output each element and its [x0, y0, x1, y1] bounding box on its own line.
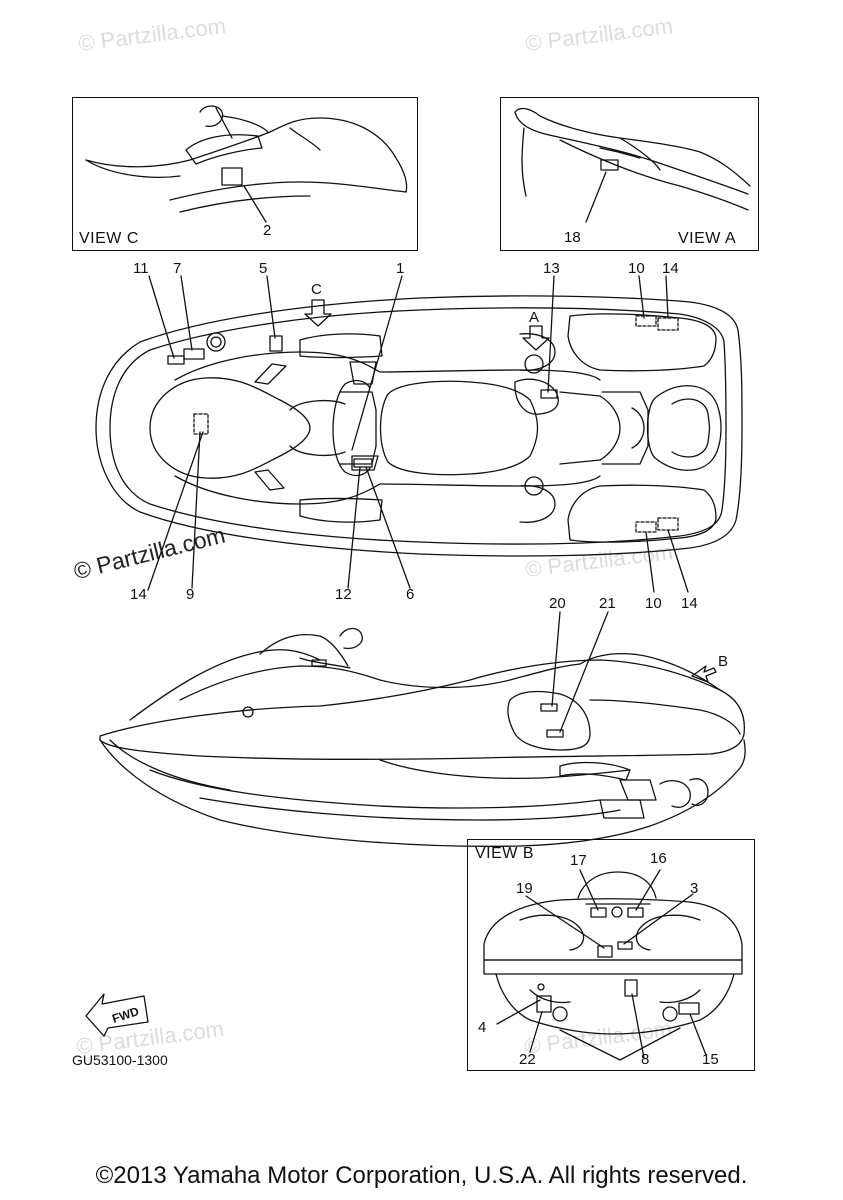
view-a-box [500, 97, 759, 251]
part-code: GU53100-1300 [72, 1052, 168, 1068]
callout-number: 18 [564, 229, 581, 246]
callout-number: 6 [406, 586, 415, 603]
view-c-label: VIEW C [79, 230, 139, 247]
callout-number: 5 [259, 260, 268, 277]
view-b-box [467, 839, 755, 1071]
arrow-b-label: B [718, 653, 729, 670]
callout-number: 14 [662, 260, 679, 277]
view-arrows [304, 299, 717, 683]
view-c-sketch [85, 105, 408, 223]
side-view-hull [99, 627, 746, 847]
callout-number: 4 [478, 1019, 487, 1036]
view-c-box [72, 97, 418, 251]
callout-number: 7 [173, 260, 182, 277]
callout-number: 20 [549, 595, 566, 612]
callout-number: 3 [690, 880, 699, 897]
callout-number: 16 [650, 850, 667, 867]
callout-number: 12 [335, 586, 352, 603]
callout-number: 2 [263, 222, 272, 239]
copyright-notice: ©2013 Yamaha Motor Corporation, U.S.A. A… [95, 1162, 748, 1189]
top-view-circles [206, 332, 544, 496]
callout-number: 9 [186, 586, 195, 603]
view-b-sketch [483, 869, 743, 1061]
callout-number: 19 [516, 880, 533, 897]
side-view-label-rects [311, 659, 564, 738]
callout-number: 14 [681, 595, 698, 612]
view-a-sketch [514, 107, 751, 223]
callout-number: 10 [645, 595, 662, 612]
callout-number: 13 [543, 260, 560, 277]
callout-number: 11 [133, 260, 149, 277]
top-view-hull [95, 295, 743, 557]
arrow-c-label: C [311, 281, 322, 298]
arrow-a-label: A [529, 309, 540, 326]
top-view-label-rects [167, 315, 679, 533]
top-view-leaders [147, 275, 689, 593]
callout-number: 17 [570, 852, 587, 869]
view-a-label: VIEW A [678, 230, 737, 247]
callout-number: 22 [519, 1051, 536, 1068]
fwd-arrow-icon [85, 993, 149, 1037]
callout-number: 1 [396, 260, 405, 277]
callout-number: 8 [641, 1051, 650, 1068]
callout-number: 14 [130, 586, 147, 603]
view-b-label: VIEW B [475, 845, 535, 862]
callout-number: 15 [702, 1051, 719, 1068]
callout-number: 10 [628, 260, 645, 277]
callout-number: 21 [599, 595, 616, 612]
side-view-leaders [551, 611, 609, 733]
